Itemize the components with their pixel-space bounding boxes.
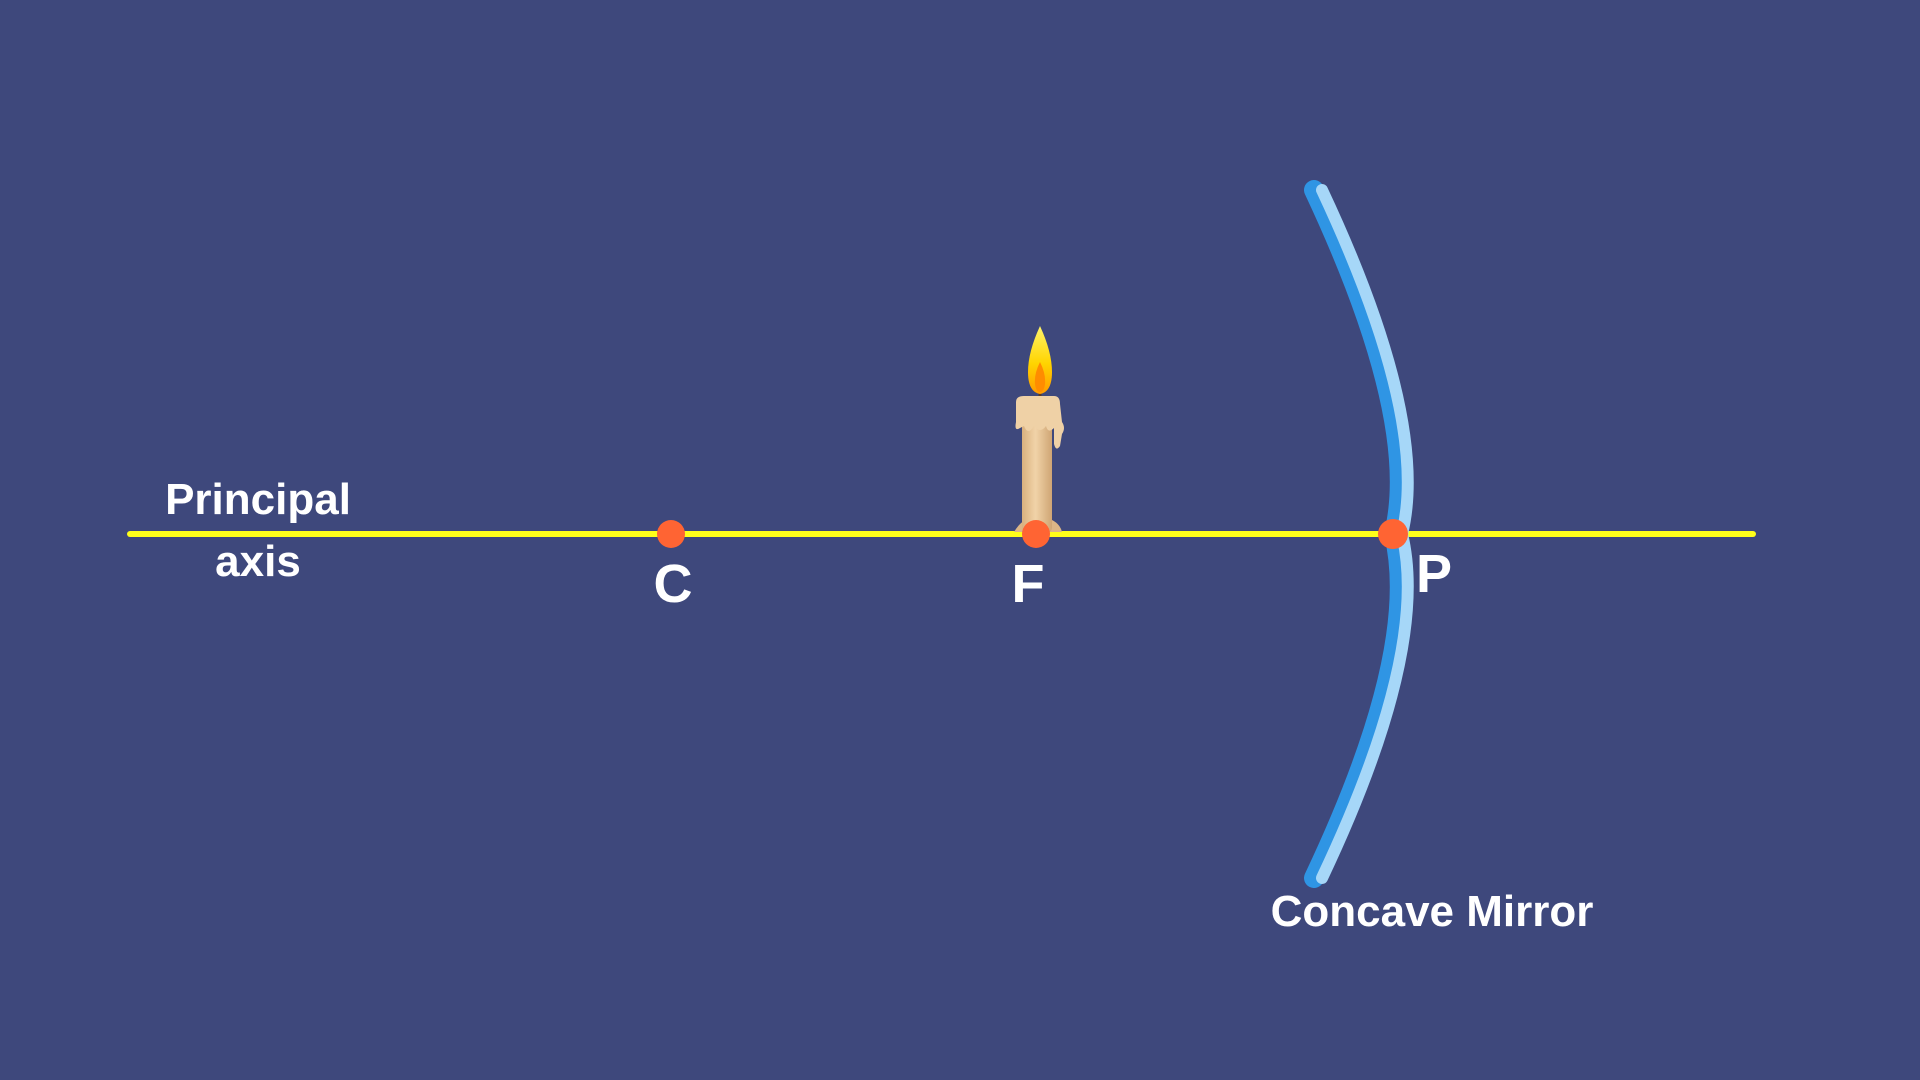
flame-icon xyxy=(1028,326,1052,394)
point-p-dot xyxy=(1378,519,1408,549)
point-c-label: C xyxy=(654,554,693,614)
principal-axis-label-line2: axis xyxy=(215,537,301,586)
point-f-label: F xyxy=(1012,554,1045,614)
candle-icon xyxy=(1014,326,1064,532)
principal-axis-label-line1: Principal xyxy=(165,475,351,524)
candle-body xyxy=(1022,408,1052,532)
point-f-dot xyxy=(1022,520,1050,548)
mirror-label: Concave Mirror xyxy=(1271,887,1594,936)
candle-top-drips xyxy=(1015,396,1064,449)
point-p-label: P xyxy=(1416,544,1452,604)
point-c-dot xyxy=(657,520,685,548)
